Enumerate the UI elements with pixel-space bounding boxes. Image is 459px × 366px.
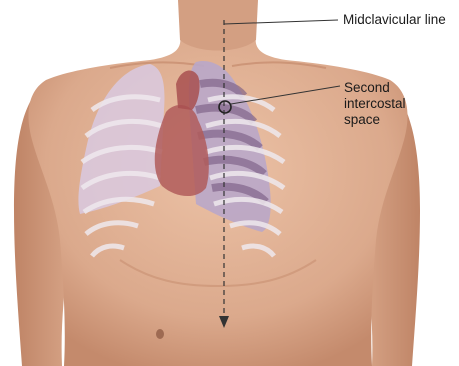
navel bbox=[156, 329, 164, 339]
label-line-1: Second bbox=[344, 80, 406, 96]
second-intercostal-space-label: Second intercostal space bbox=[344, 80, 406, 128]
label-line-2: intercostal bbox=[344, 96, 406, 112]
label-line-3: space bbox=[344, 112, 406, 128]
neck bbox=[178, 0, 258, 51]
midclavicular-line-label: Midclavicular line bbox=[343, 12, 446, 28]
